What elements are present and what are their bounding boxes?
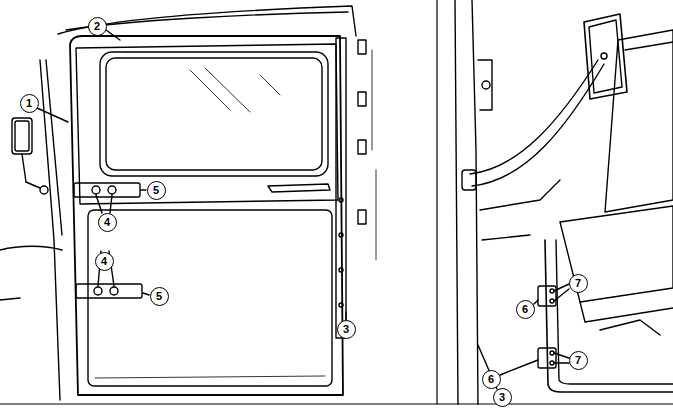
callout-number: 3	[337, 320, 356, 339]
callout-number: 5	[147, 181, 166, 200]
callout-number: 6	[482, 370, 501, 389]
callout-number: 7	[569, 351, 588, 370]
callout-number: 1	[20, 94, 39, 113]
callout-number: 6	[516, 300, 535, 319]
callout-number: 5	[150, 287, 169, 306]
callout-number: 4	[98, 213, 117, 232]
callout-number: 7	[569, 274, 588, 293]
callout-number: 2	[88, 17, 107, 36]
callout-number: 4	[95, 252, 114, 271]
callout-number: 3	[493, 388, 512, 407]
